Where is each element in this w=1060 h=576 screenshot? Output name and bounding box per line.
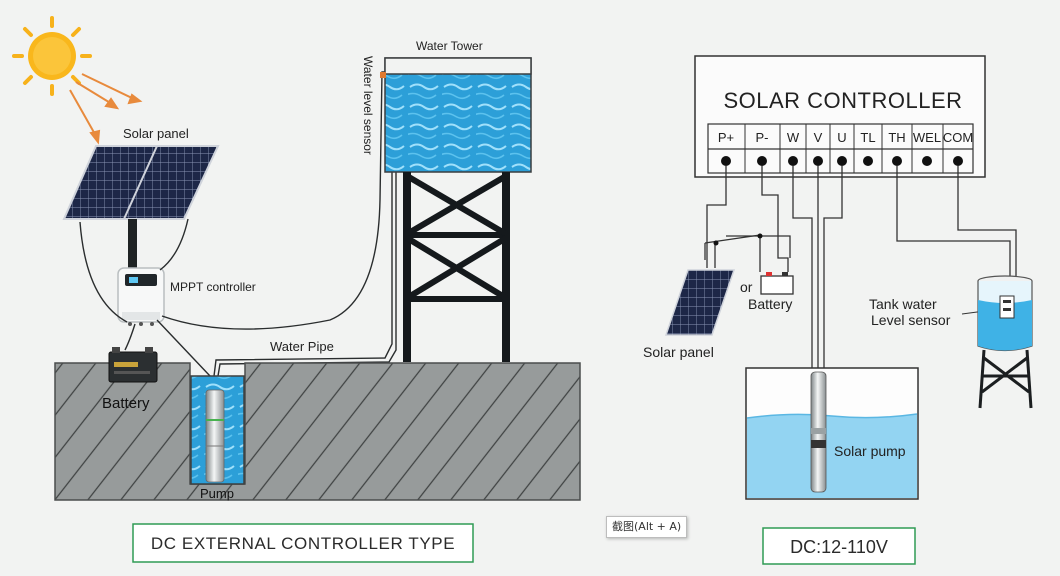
sun-icon bbox=[12, 16, 92, 96]
tank-label-line2: Level sensor bbox=[871, 312, 951, 328]
left-caption: DC EXTERNAL CONTROLLER TYPE bbox=[151, 534, 455, 553]
right-wires bbox=[704, 166, 1017, 372]
tank-level-sensor-icon bbox=[999, 295, 1015, 319]
terminal-label: TH bbox=[888, 130, 905, 145]
terminal-label: W bbox=[787, 130, 800, 145]
tank-label-line1: Tank water bbox=[869, 296, 937, 312]
right-solar-panel bbox=[664, 269, 736, 336]
left-wires bbox=[79, 71, 397, 377]
terminal-label: COM bbox=[943, 130, 973, 145]
solar-pump-label: Solar pump bbox=[834, 443, 906, 459]
water-level-sensor-icon bbox=[380, 72, 386, 78]
left-panel-pole bbox=[128, 219, 137, 271]
left-solar-panel bbox=[62, 145, 220, 220]
water-level-sensor-label: Water level sensor bbox=[361, 56, 375, 155]
left-solar-panel-label: Solar panel bbox=[123, 126, 189, 141]
pump-label: Pump bbox=[200, 486, 234, 501]
terminal-label: U bbox=[837, 130, 846, 145]
water-pipe-label: Water Pipe bbox=[270, 339, 334, 354]
sun-rays-arrows bbox=[69, 73, 143, 145]
terminal-label: TL bbox=[860, 130, 875, 145]
mppt-controller-label: MPPT controller bbox=[170, 280, 256, 294]
water-tower-label: Water Tower bbox=[416, 39, 483, 53]
or-label: or bbox=[740, 279, 753, 295]
right-battery-icon bbox=[760, 272, 794, 295]
terminal-label: V bbox=[814, 130, 823, 145]
solar-controller-title: SOLAR CONTROLLER bbox=[723, 88, 962, 113]
ground bbox=[54, 362, 581, 501]
left-caption-box bbox=[132, 523, 474, 563]
water-tank-icon bbox=[977, 275, 1033, 409]
well-pump-icon bbox=[205, 389, 225, 483]
terminal-label: P+ bbox=[718, 130, 734, 145]
mppt-controller-device bbox=[117, 267, 165, 326]
right-caption-box bbox=[762, 527, 916, 565]
terminal-label: P- bbox=[756, 130, 769, 145]
left-battery-icon bbox=[108, 347, 158, 383]
screenshot-shortcut-tooltip: 截图(Alt + A) bbox=[606, 516, 688, 538]
right-caption: DC:12-110V bbox=[790, 537, 888, 557]
right-solar-panel-label: Solar panel bbox=[643, 344, 714, 360]
water-tower bbox=[380, 57, 532, 362]
solar-pump-icon bbox=[810, 371, 827, 493]
terminal-screws bbox=[721, 156, 963, 166]
terminal-label: WEL bbox=[913, 130, 941, 145]
left-battery-label: Battery bbox=[102, 395, 150, 412]
well bbox=[190, 375, 245, 485]
right-battery-label: Battery bbox=[748, 296, 792, 312]
pump-well-tank bbox=[745, 367, 919, 500]
